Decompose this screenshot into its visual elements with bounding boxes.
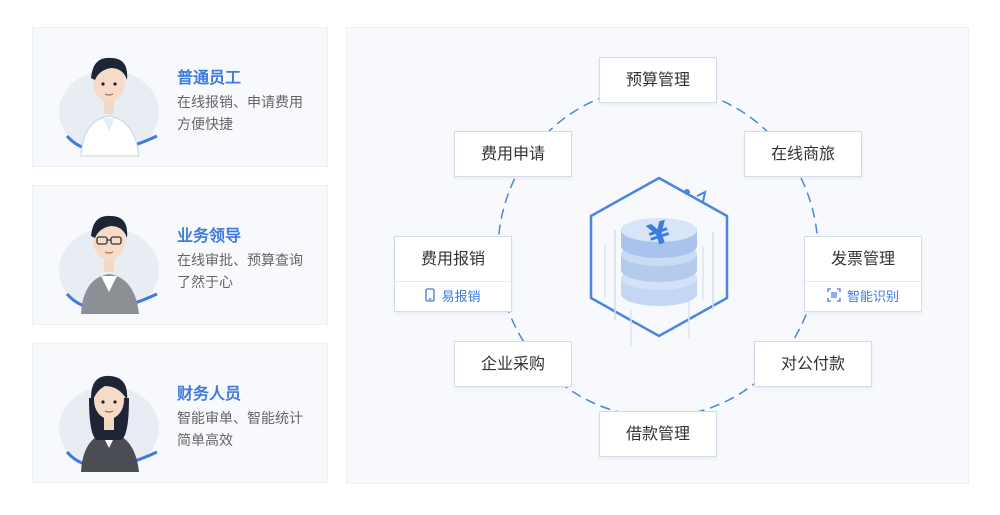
role-description: 在线审批、预算查询 了然于心 — [177, 253, 303, 291]
phone-icon — [425, 288, 436, 302]
role-description: 智能审单、智能统计 简单高效 — [177, 411, 303, 449]
node-procurement[interactable]: 企业采购 — [454, 341, 572, 387]
role-card-manager: 业务领导 在线审批、预算查询 了然于心 — [32, 185, 328, 325]
role-description: 在线报销、申请费用 方便快捷 — [177, 95, 303, 133]
role-title: 财务人员 — [177, 384, 242, 403]
role-title: 业务领导 — [177, 226, 242, 245]
node-payment[interactable]: 对公付款 — [754, 341, 872, 387]
node-loan[interactable]: 借款管理 — [599, 411, 717, 457]
node-reimburse[interactable]: 费用报销 易报销 — [394, 236, 512, 312]
role-title: 普通员工 — [177, 68, 242, 87]
database-yuan-icon: ¥ — [589, 176, 729, 346]
scan-icon — [827, 288, 841, 302]
invoice-subtitle: 智能识别 — [846, 289, 899, 305]
node-budget[interactable]: 预算管理 — [599, 57, 717, 103]
role-card-employee: 普通员工 在线报销、申请费用 方便快捷 — [32, 27, 328, 167]
role-card-finance: 财务人员 智能审单、智能统计 简单高效 — [32, 343, 328, 483]
manager-avatar-icon — [59, 215, 159, 314]
node-expense-apply[interactable]: 费用申请 — [454, 131, 572, 177]
employee-avatar-icon — [59, 57, 159, 157]
finance-avatar-icon — [59, 375, 159, 472]
module-diagram: ¥ 预算管理 费用申请 在线商旅 费用报销 易报销 发票管理 — [346, 27, 969, 484]
node-travel[interactable]: 在线商旅 — [744, 131, 862, 177]
reimburse-subtitle: 易报销 — [441, 289, 481, 305]
node-invoice[interactable]: 发票管理 智能识别 — [804, 236, 922, 312]
